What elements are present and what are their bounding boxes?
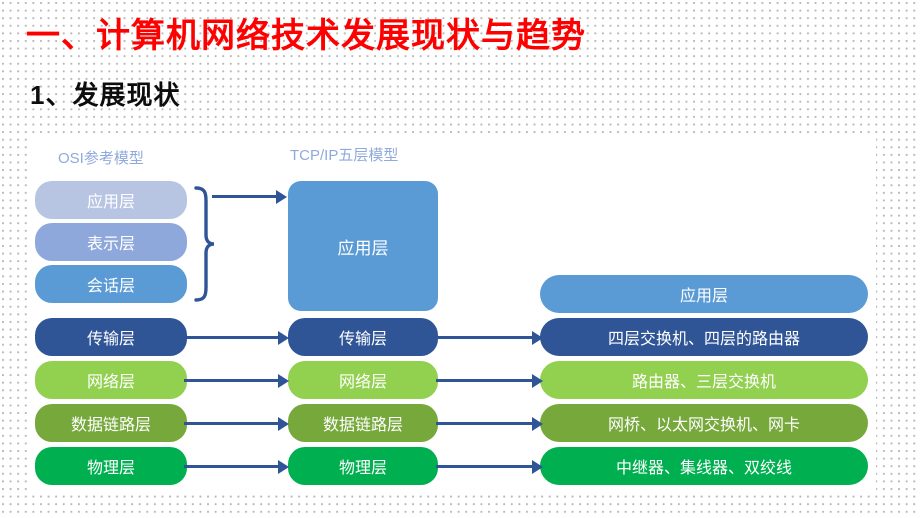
osi-layer-transport[interactable]: 传输层 <box>35 318 187 356</box>
arrow-osi-to-tcp-network <box>184 369 292 391</box>
arrow-tcp-to-device-physical <box>436 455 546 477</box>
device-layer-application[interactable]: 应用层 <box>540 275 868 313</box>
tcpip-layer-physical[interactable]: 物理层 <box>288 447 438 485</box>
device-layer-network[interactable]: 路由器、三层交换机 <box>540 361 868 399</box>
osi-layer-application[interactable]: 应用层 <box>35 181 187 219</box>
device-layer-physical[interactable]: 中继器、集线器、双绞线 <box>540 447 868 485</box>
arrow-osi-to-tcp-transport <box>184 326 292 348</box>
tcpip-layer-transport[interactable]: 传输层 <box>288 318 438 356</box>
arrow-osi-to-tcp-physical <box>184 455 292 477</box>
osi-tcpip-diagram: OSI参考模型 TCP/IP五层模型 应用层 表示层 会话层 传输层 网络层 数… <box>32 137 876 491</box>
osi-layer-network[interactable]: 网络层 <box>35 361 187 399</box>
arrow-osi-to-tcp-datalink <box>184 412 292 434</box>
osi-layer-datalink[interactable]: 数据链路层 <box>35 404 187 442</box>
osi-column-header: OSI参考模型 <box>58 150 144 167</box>
page-title: 一、计算机网络技术发展现状与趋势 <box>26 17 586 55</box>
tcpip-layer-network[interactable]: 网络层 <box>288 361 438 399</box>
osi-layer-presentation[interactable]: 表示层 <box>35 223 187 261</box>
osi-layer-session[interactable]: 会话层 <box>35 265 187 303</box>
tcpip-column-header: TCP/IP五层模型 <box>290 147 399 164</box>
grouping-brace-icon <box>194 186 215 302</box>
arrow-tcp-to-device-network <box>436 369 546 391</box>
device-layer-transport[interactable]: 四层交换机、四层的路由器 <box>540 318 868 356</box>
tcpip-layer-datalink[interactable]: 数据链路层 <box>288 404 438 442</box>
tcpip-layer-application[interactable]: 应用层 <box>288 181 438 311</box>
device-layer-datalink[interactable]: 网桥、以太网交换机、网卡 <box>540 404 868 442</box>
arrow-tcp-to-device-transport <box>436 326 546 348</box>
osi-layer-physical[interactable]: 物理层 <box>35 447 187 485</box>
arrow-tcp-to-device-datalink <box>436 412 546 434</box>
section-subtitle: 1、发展现状 <box>30 80 181 110</box>
